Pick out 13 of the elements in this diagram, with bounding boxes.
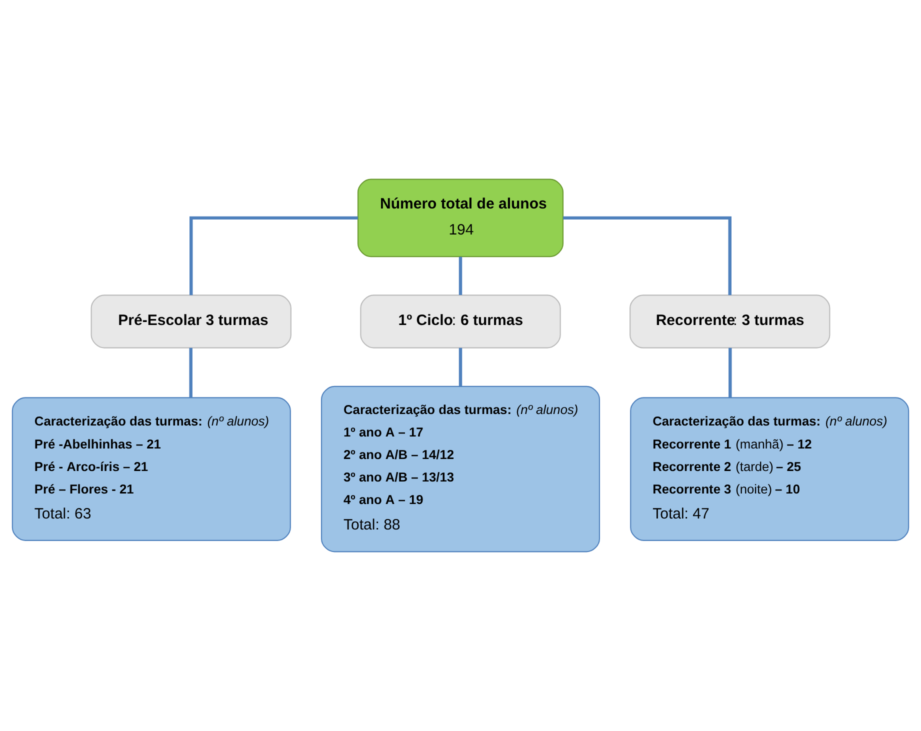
connector (190, 216, 358, 296)
node-box: Caracterização das turmas: (nº alunos) Recorrente 1 (manhã) – 12 Recorrente 2 (tarde) – 25 Recorrente 3 (noite) – 10 Total: 47 (630, 397, 910, 541)
connector (728, 348, 732, 398)
connector (189, 348, 192, 398)
node-box: Pré-Escolar 3 turmas (90, 294, 292, 348)
connector (458, 348, 462, 386)
node-box: Caracterização das turmas: (nº alunos) 1º ano A – 17 2º ano A/B – 14/12 3º ano A/B – 13/13 4º ano A – 19 Total: 88 (320, 386, 600, 552)
node-box: 1º Ciclo: 6 turmas (360, 294, 561, 348)
connector (563, 216, 732, 296)
node-box: Caracterização das turmas: (nº alunos) Pré -Abelhinhas – 21 Pré - Arco-íris – 21 Pré – Flores - 21 Total: 63 (12, 397, 291, 541)
connector (458, 256, 462, 295)
node-box: Recorrente: 3 turmas (630, 294, 830, 348)
node-box: Número total de alunos 194 (357, 178, 564, 258)
